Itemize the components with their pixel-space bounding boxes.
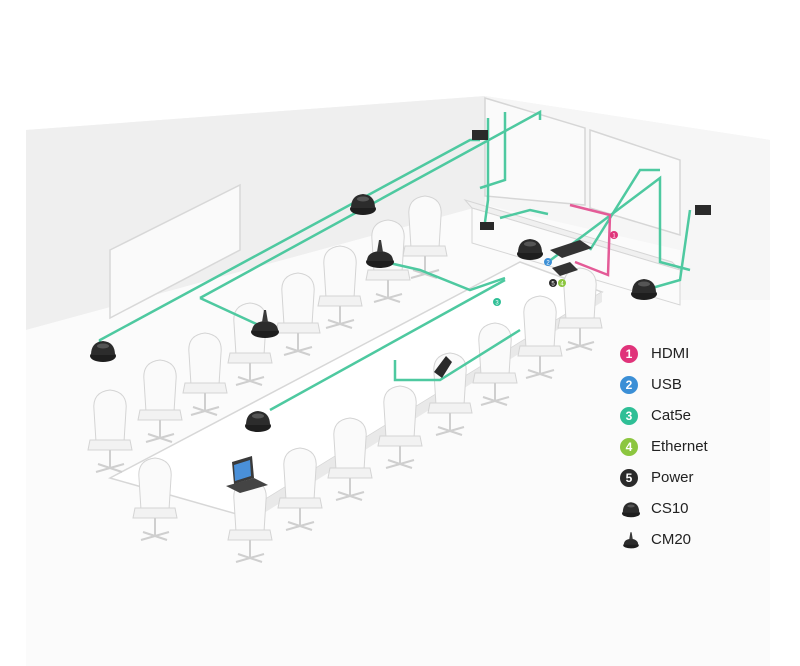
marker-hdmi <box>610 231 618 239</box>
svg-text:3: 3 <box>495 301 499 307</box>
credenza-front <box>471 207 681 306</box>
legend-item-hdmi: 1 HDMI <box>620 338 790 369</box>
marker-usb <box>544 258 552 266</box>
legend-label: CM20 <box>651 531 692 548</box>
camera-credenza <box>480 222 494 230</box>
svg-text:4: 4 <box>560 282 564 288</box>
legend: 1 HDMI 2 USB 3 Cat5e 4 Ethernet 5 Power … <box>620 338 790 555</box>
laptop <box>226 456 268 493</box>
legend-label: Cat5e <box>651 407 692 424</box>
touch-panel <box>434 356 452 378</box>
cm20-microphone-icon <box>623 531 639 548</box>
svg-text:5: 5 <box>551 282 555 288</box>
camera-right <box>695 205 711 215</box>
usb-number-icon: 2 <box>620 375 638 394</box>
marker-ethernet <box>558 279 566 287</box>
legend-label: CS10 <box>651 500 689 517</box>
power-number-icon: 5 <box>620 468 638 487</box>
display-left <box>484 96 586 206</box>
control-hub <box>550 240 592 258</box>
marker-power <box>549 279 557 287</box>
svg-text:1: 1 <box>612 234 616 240</box>
legend-item-usb: 2 USB <box>620 369 790 400</box>
marker-cat5e <box>493 298 501 306</box>
cs10-speaker-icon <box>622 501 640 517</box>
legend-label: USB <box>651 376 682 393</box>
svg-text:2: 2 <box>546 261 550 267</box>
legend-item-cs10: CS10 <box>620 493 790 524</box>
legend-item-cat5e: 3 Cat5e <box>620 400 790 431</box>
legend-item-power: 5 Power <box>620 462 790 493</box>
ethernet-number-icon: 4 <box>620 437 638 456</box>
legend-item-cm20: CM20 <box>620 524 790 555</box>
legend-label: Ethernet <box>651 438 708 455</box>
hdmi-number-icon: 1 <box>620 344 638 363</box>
hdmi-cable <box>569 203 612 277</box>
legend-item-ethernet: 4 Ethernet <box>620 431 790 462</box>
camera-left <box>472 130 488 140</box>
cat5e-number-icon: 3 <box>620 406 638 425</box>
display-right <box>589 128 681 237</box>
media-box <box>552 262 578 276</box>
left-whiteboard <box>109 183 241 320</box>
legend-label: HDMI <box>651 345 690 362</box>
legend-label: Power <box>651 469 694 486</box>
